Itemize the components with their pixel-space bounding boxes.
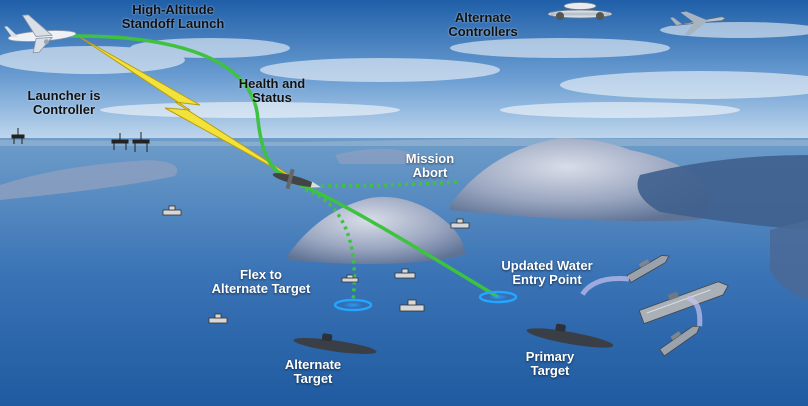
label-health-and-status: Health and Status [238, 76, 306, 105]
updated-entry-ring [478, 290, 518, 304]
aircraft-carrier-icon [638, 281, 729, 325]
destroyer-icon [659, 295, 703, 357]
fighter-jet-icon [670, 11, 727, 37]
island-left [0, 160, 178, 200]
label-alternate-controllers: Alternate Controllers [448, 10, 518, 39]
weapon-icon [272, 168, 322, 190]
ship-icon [450, 218, 470, 229]
submarine-icon [293, 333, 377, 354]
flight-path [69, 34, 499, 299]
abort-path [299, 180, 461, 188]
ship-icon [399, 299, 425, 312]
label-mission-abort: Mission Abort [405, 151, 455, 180]
oil-rig-icon [111, 132, 150, 152]
label-primary-target: Primary Target [525, 349, 575, 378]
ship-icon [208, 313, 228, 324]
label-updated-water-entry-point: Updated Water Entry Point [501, 258, 593, 287]
launch-aircraft-icon [4, 14, 77, 54]
label-high-altitude-standoff-launch: High-Altitude Standoff Launch [121, 2, 225, 31]
destroyer-icon [580, 255, 670, 296]
oil-rig-icon [11, 128, 25, 144]
ship-icon [162, 205, 182, 216]
island-right-edge [637, 155, 808, 230]
island-bottom-right [770, 220, 808, 300]
alternate-entry-ring [333, 298, 373, 312]
ship-icon [394, 268, 416, 279]
island-far [335, 148, 423, 164]
awacs-aircraft-icon [547, 2, 613, 20]
clouds [0, 22, 808, 118]
label-launcher-is-controller: Launcher is Controller [27, 88, 101, 117]
island-center [288, 196, 465, 264]
ship-icon [341, 274, 359, 283]
submarine-icon [526, 323, 614, 348]
label-flex-to-alternate-target: Flex to Alternate Target [211, 267, 311, 296]
label-alternate-target: Alternate Target [284, 357, 342, 386]
